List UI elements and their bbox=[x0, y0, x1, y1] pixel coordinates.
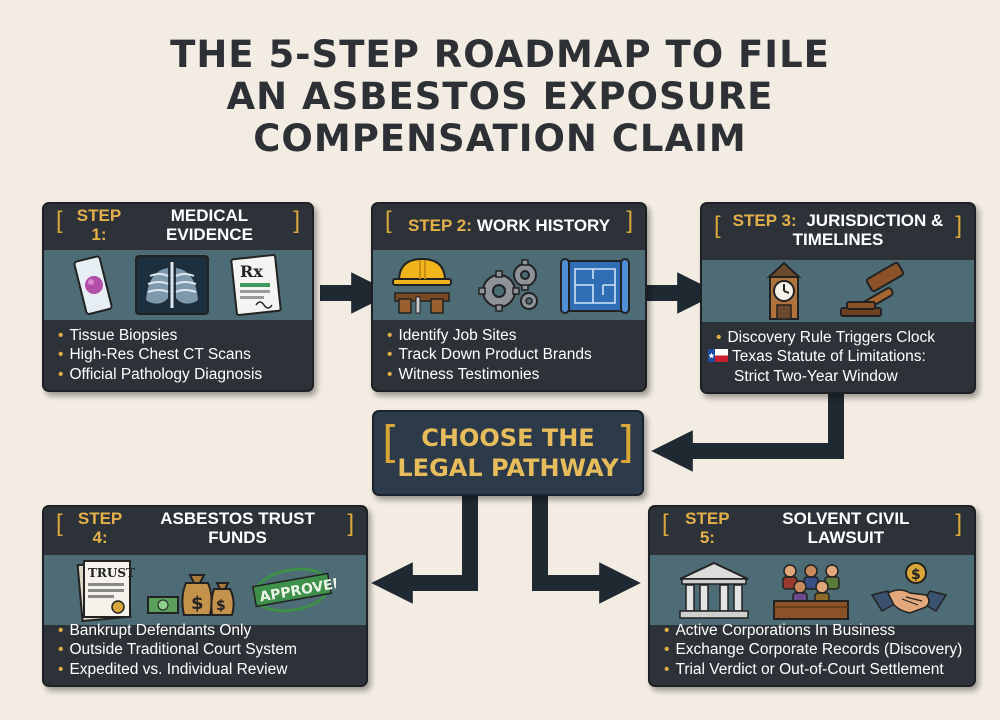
step-2-bullets: •Identify Job Sites •Track Down Product … bbox=[387, 326, 637, 385]
list-item: Strict Two-Year Window bbox=[734, 367, 898, 385]
list-item: Texas Statute of Limitations: bbox=[708, 347, 966, 367]
step-1-title: MEDICAL EVIDENCE bbox=[166, 206, 253, 244]
courthouse-icon bbox=[679, 561, 749, 619]
step-4-card: [ STEP 4: ASBESTOS TRUST FUNDS ] TRUST $… bbox=[42, 505, 368, 687]
step-4-bullets: •Bankrupt Defendants Only •Outside Tradi… bbox=[58, 621, 358, 680]
step-3-card: [ STEP 3: JURISDICTION & TIMELINES ] •Di… bbox=[700, 202, 976, 394]
step-4-title: ASBESTOS TRUST FUNDS bbox=[160, 509, 315, 547]
step-3-icon-band bbox=[702, 260, 974, 322]
step-3-title-line-2: TIMELINES bbox=[792, 230, 884, 249]
svg-text:Rx: Rx bbox=[240, 262, 263, 281]
list-item: •Active Corporations In Business bbox=[664, 621, 896, 639]
step-3-header: [ STEP 3: JURISDICTION & TIMELINES ] bbox=[714, 211, 962, 249]
handshake-icon: $ bbox=[870, 562, 948, 614]
step-4-header: [ STEP 4: ASBESTOS TRUST FUNDS ] bbox=[56, 509, 354, 547]
step-4-label: STEP 4: bbox=[77, 509, 123, 547]
step-1-icon-band: Rx bbox=[44, 250, 312, 320]
list-item: •Discovery Rule Triggers Clock bbox=[716, 328, 936, 346]
arrow-center-to-step5 bbox=[532, 494, 641, 604]
step-2-label: STEP 2: bbox=[407, 215, 472, 235]
step-5-card: [ STEP 5: SOLVENT CIVIL LAWSUIT ] bbox=[648, 505, 976, 687]
step-1-label: STEP 1: bbox=[76, 206, 122, 244]
list-item: •Witness Testimonies bbox=[387, 365, 540, 383]
step-3-label: STEP 3: bbox=[732, 211, 797, 230]
page-title: THE 5-STEP ROADMAP TO FILE AN ASBESTOS E… bbox=[0, 34, 1000, 160]
list-item: •Bankrupt Defendants Only bbox=[58, 621, 252, 639]
step-2-icon-band bbox=[373, 250, 645, 320]
microscope-slide-icon bbox=[73, 255, 113, 315]
trust-document-icon: TRUST bbox=[76, 559, 135, 623]
step-3-title: JURISDICTION & bbox=[806, 211, 944, 230]
step-2-header: [ STEP 2: WORK HISTORY ] bbox=[385, 207, 633, 235]
list-item: •Outside Traditional Court System bbox=[58, 641, 297, 658]
step-1-bullets: •Tissue Biopsies •High-Res Chest CT Scan… bbox=[58, 326, 304, 385]
jury-icon bbox=[773, 564, 849, 620]
svg-text:$: $ bbox=[216, 598, 226, 614]
center-line-1: CHOOSE THE bbox=[421, 424, 595, 452]
list-item: •Official Pathology Diagnosis bbox=[58, 365, 263, 383]
chest-xray-icon bbox=[135, 255, 209, 315]
list-item: •Exchange Corporate Records (Discovery) bbox=[664, 641, 963, 658]
list-item: •Trial Verdict or Out-of-Court Settlemen… bbox=[664, 660, 944, 678]
step-5-icon-band: $ bbox=[650, 555, 974, 625]
gavel-icon bbox=[840, 262, 904, 317]
step-5-bullets: •Active Corporations In Business •Exchan… bbox=[664, 621, 966, 680]
arrow-step3-to-center bbox=[651, 392, 844, 472]
title-line-1: THE 5-STEP ROADMAP TO FILE bbox=[170, 33, 830, 76]
title-line-3: COMPENSATION CLAIM bbox=[253, 117, 747, 160]
prescription-document-icon: Rx bbox=[230, 254, 282, 316]
step-5-title: SOLVENT CIVIL LAWSUIT bbox=[782, 509, 910, 547]
list-item: •High-Res Chest CT Scans bbox=[58, 346, 251, 363]
step-1-header: [ STEP 1: MEDICAL EVIDENCE ] bbox=[56, 206, 300, 244]
approved-stamp-icon: APPROVED bbox=[251, 567, 336, 613]
step-2-card: [ STEP 2: WORK HISTORY ] bbox=[371, 202, 647, 392]
svg-text:TRUST: TRUST bbox=[88, 566, 135, 580]
arrow-center-to-step4 bbox=[371, 494, 478, 604]
blueprint-icon bbox=[560, 258, 630, 314]
list-item: •Tissue Biopsies bbox=[58, 326, 178, 344]
legal-pathway-box: [ CHOOSE THE LEGAL PATHWAY ] bbox=[372, 410, 644, 496]
title-line-2: AN ASBESTOS EXPOSURE bbox=[226, 75, 774, 118]
step-4-icon-band: TRUST $ $ APPROVED bbox=[44, 555, 366, 625]
step-3-bullets: •Discovery Rule Triggers Clock Texas Sta… bbox=[708, 328, 966, 387]
step-1-card: [ STEP 1: MEDICAL EVIDENCE ] Rx •Tissu bbox=[42, 202, 314, 392]
list-item: •Identify Job Sites bbox=[387, 326, 517, 344]
center-line-2: LEGAL PATHWAY bbox=[397, 454, 619, 482]
clock-tower-icon bbox=[766, 261, 802, 320]
list-item: •Expedited vs. Individual Review bbox=[58, 660, 288, 678]
hard-hat-tool-belt-icon bbox=[392, 257, 452, 314]
gears-icon bbox=[478, 259, 538, 312]
money-bags-icon: $ $ bbox=[147, 574, 235, 616]
svg-text:$: $ bbox=[191, 593, 204, 614]
list-item: •Track Down Product Brands bbox=[387, 346, 592, 363]
step-5-header: [ STEP 5: SOLVENT CIVIL LAWSUIT ] bbox=[662, 509, 962, 547]
step-5-label: STEP 5: bbox=[685, 509, 730, 547]
step-2-title: WORK HISTORY bbox=[476, 215, 611, 235]
texas-flag-icon bbox=[708, 349, 728, 362]
svg-text:$: $ bbox=[911, 567, 921, 583]
